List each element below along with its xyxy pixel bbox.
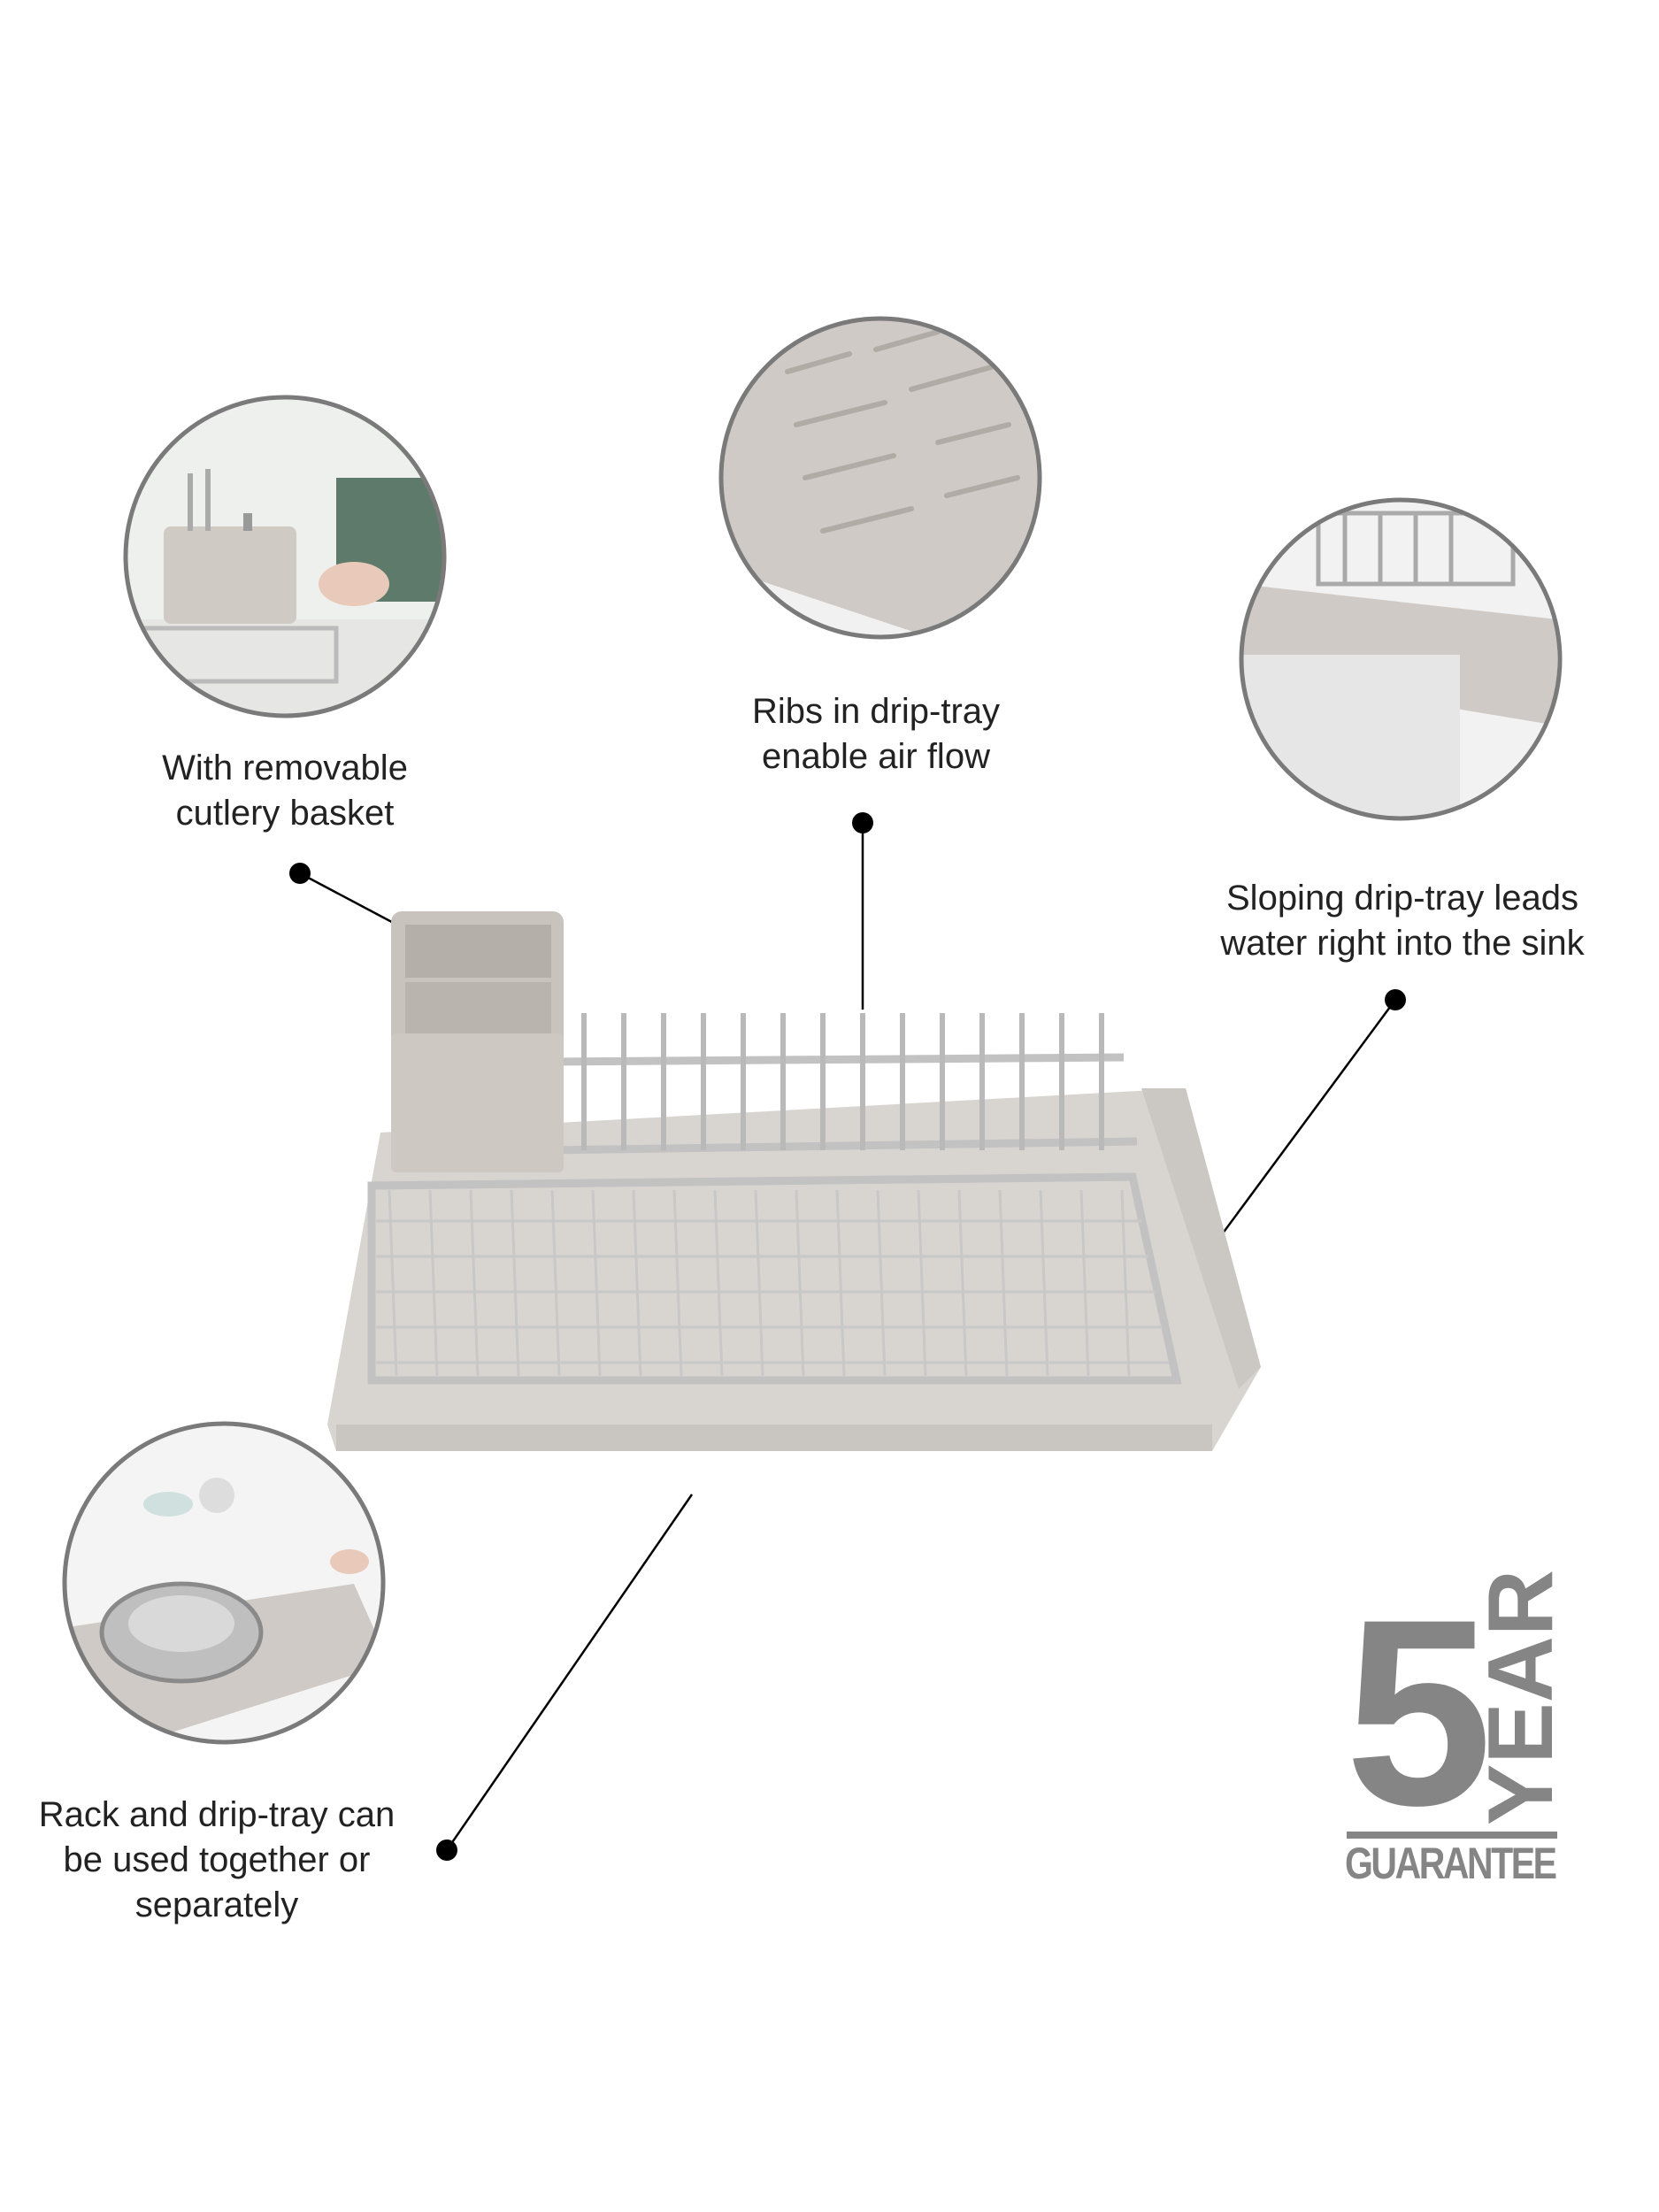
guarantee-logo: 5 YEAR GUARANTEE: [1345, 1570, 1572, 1889]
guarantee-unit: YEAR: [1470, 1570, 1572, 1825]
cutlery-basket: [391, 911, 564, 1172]
caption-line: be used together or: [63, 1840, 371, 1879]
caption-ribs: Ribs in drip-tray enable air flow: [752, 689, 1000, 780]
caption-line: enable air flow: [762, 737, 990, 776]
cutlery-basket-photo: [127, 399, 442, 714]
dish-rack-product: [327, 911, 1261, 1451]
pointer-dot: [1385, 989, 1406, 1010]
pointer-dot: [436, 1839, 457, 1861]
caption-line: separately: [134, 1886, 299, 1924]
pointer-dot: [852, 812, 873, 833]
rack-frame: [367, 1053, 1182, 1385]
sloping-tray-sink-photo: [1243, 502, 1558, 817]
caption-line: cutlery basket: [175, 794, 395, 833]
pointer-dot: [289, 863, 311, 884]
guarantee-number: 5: [1345, 1563, 1493, 1861]
caption-line: Ribs in drip-tray: [751, 692, 1001, 731]
caption-line: Rack and drip-tray can: [38, 1795, 396, 1834]
caption-line: Sloping drip-tray leads: [1226, 879, 1578, 918]
caption-cutlery-basket: With removable cutlery basket: [162, 746, 408, 836]
caption-line: water right into the sink: [1220, 924, 1585, 963]
guarantee-divider: [1347, 1832, 1557, 1839]
separate-tray-photo: [66, 1425, 381, 1740]
caption-sloping-tray: Sloping drip-tray leads water right into…: [1220, 876, 1584, 966]
guarantee-label: GUARANTEE: [1345, 1839, 1557, 1888]
caption-line: With removable: [162, 749, 408, 787]
caption-separate-use: Rack and drip-tray can be used together …: [39, 1793, 395, 1928]
